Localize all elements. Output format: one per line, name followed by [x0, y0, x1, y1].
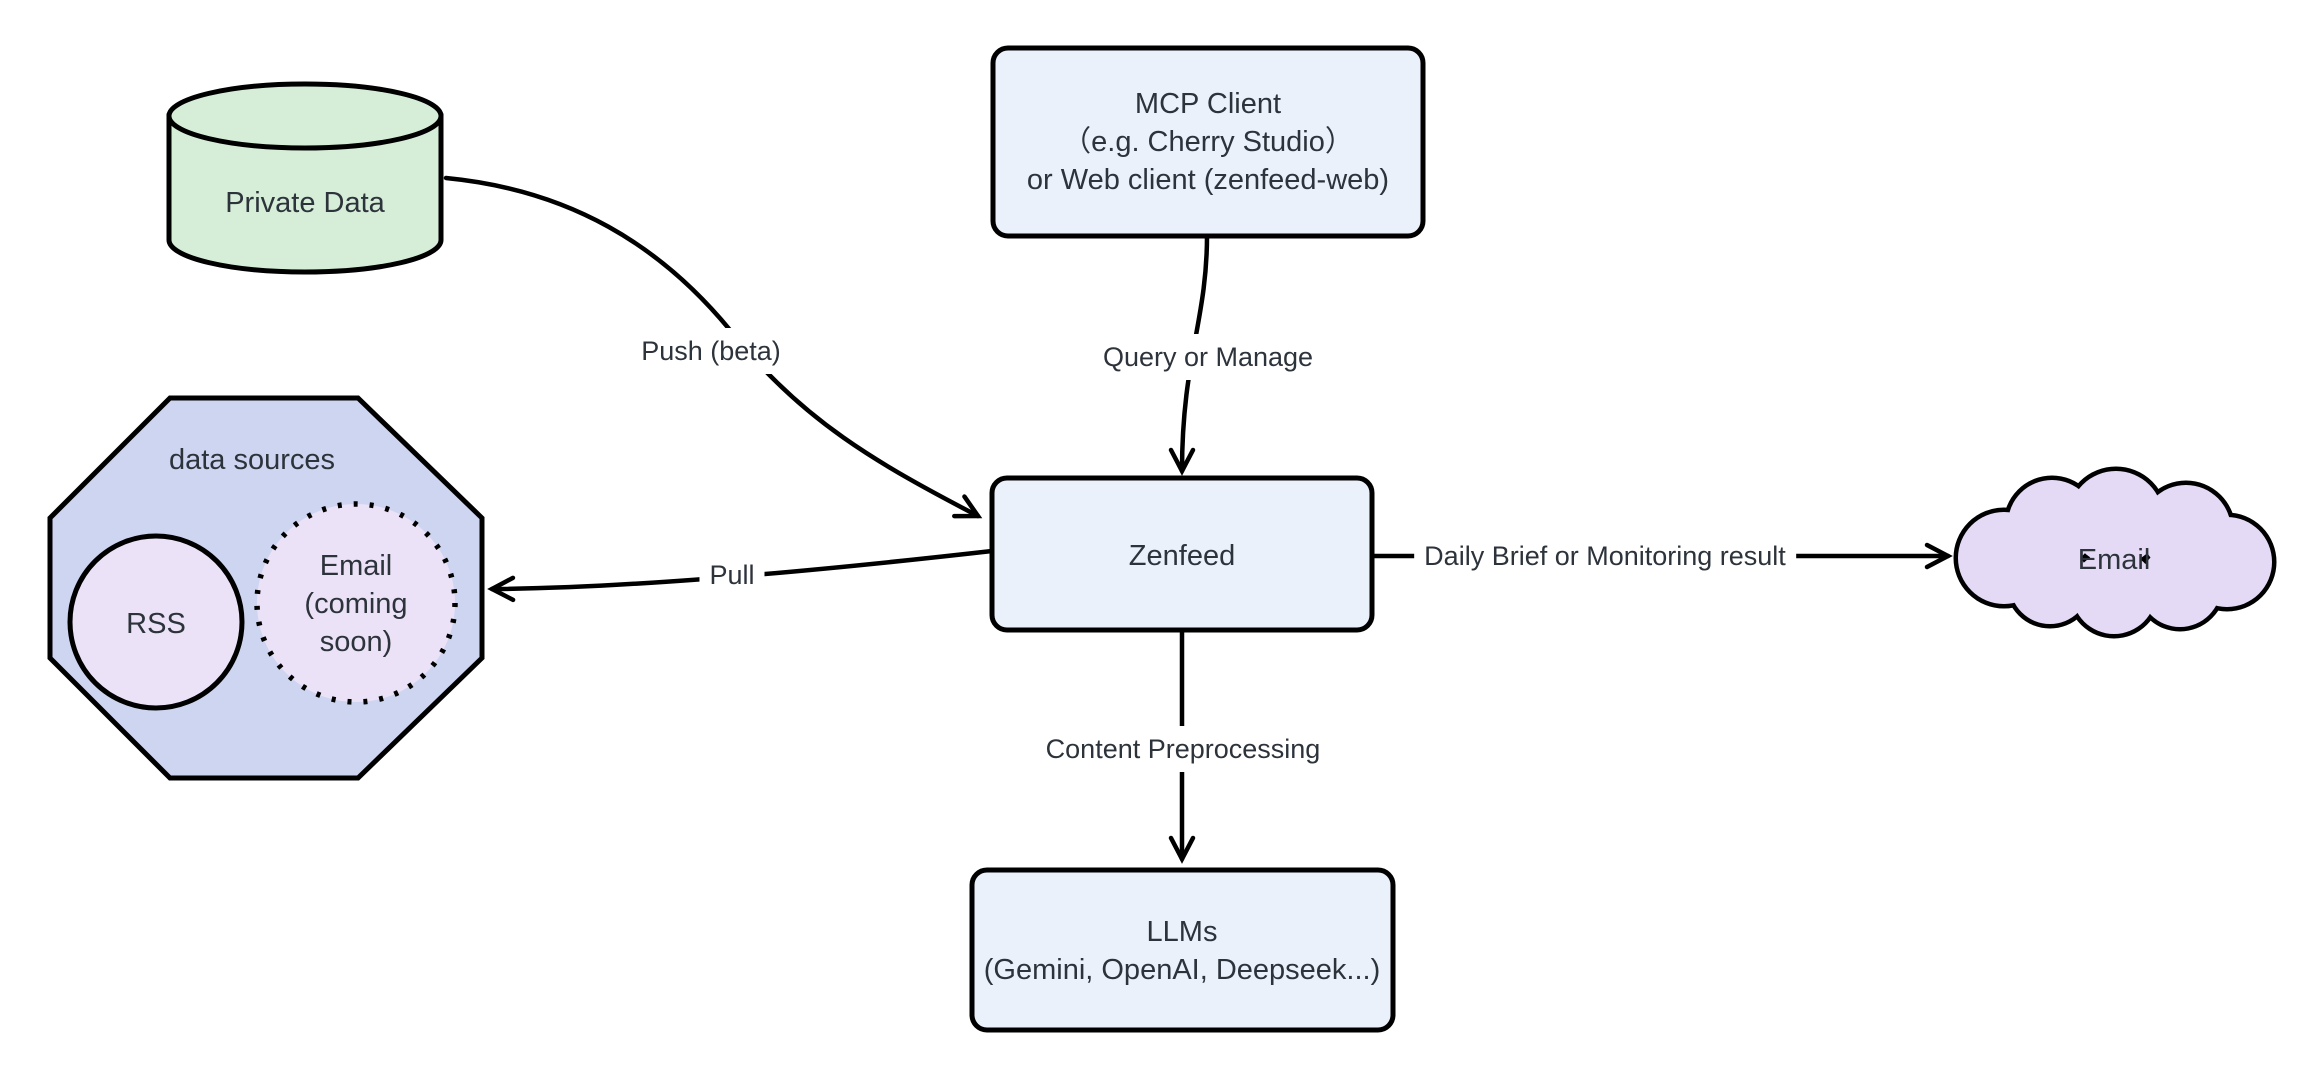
email-source-label-line: (coming [304, 588, 408, 620]
private-data-cylinder-top [166, 81, 444, 151]
edge-content-preprocessing-label: Content Preprocessing [1035, 726, 1331, 772]
email-cloud-fill [1958, 471, 2272, 634]
email-source-label-line: Email [319, 550, 393, 582]
data-sources-label: data sources [168, 444, 336, 476]
llms-label-line: (Gemini, OpenAI, Deepseek...) [983, 954, 1381, 986]
llms-label: LLMs (Gemini, OpenAI, Deepseek...) [984, 913, 1381, 989]
mcp-client-label-line: （e.g. Cherry Studio） [1062, 126, 1354, 158]
edge-daily-brief-label: Daily Brief or Monitoring result [1414, 533, 1796, 579]
private-data-cylinder [166, 81, 444, 275]
email-source-label-line: soon) [319, 626, 393, 658]
private-data-cylinder-body [166, 113, 444, 275]
private-data-label: Private Data [225, 187, 385, 219]
mcp-client-label-line: MCP Client [1134, 88, 1282, 120]
llms-box [969, 867, 1396, 1033]
llms-label-line: LLMs [1146, 916, 1218, 948]
email-source-label: Email (coming soon) [304, 547, 407, 661]
email-source-dotted-circle [254, 501, 458, 705]
rss-circle [67, 533, 245, 711]
mcp-client-label: MCP Client （e.g. Cherry Studio） or Web c… [1027, 85, 1389, 199]
mcp-client-label-line: or Web client (zenfeed-web) [1026, 164, 1390, 196]
edge-query-or-manage-label: Query or Manage [1092, 334, 1324, 380]
mcp-client-box [990, 45, 1426, 239]
zenfeed-box [989, 475, 1375, 633]
zenfeed-label: Zenfeed [1128, 540, 1236, 572]
rss-label: RSS [126, 608, 186, 640]
email-cloud [1953, 466, 2277, 639]
nodes-layer [47, 45, 2277, 1033]
edge-push-label: Push (beta) [631, 328, 791, 374]
email-cloud-label: Email [2077, 544, 2151, 576]
edge-pull-label: Pull [699, 552, 765, 598]
